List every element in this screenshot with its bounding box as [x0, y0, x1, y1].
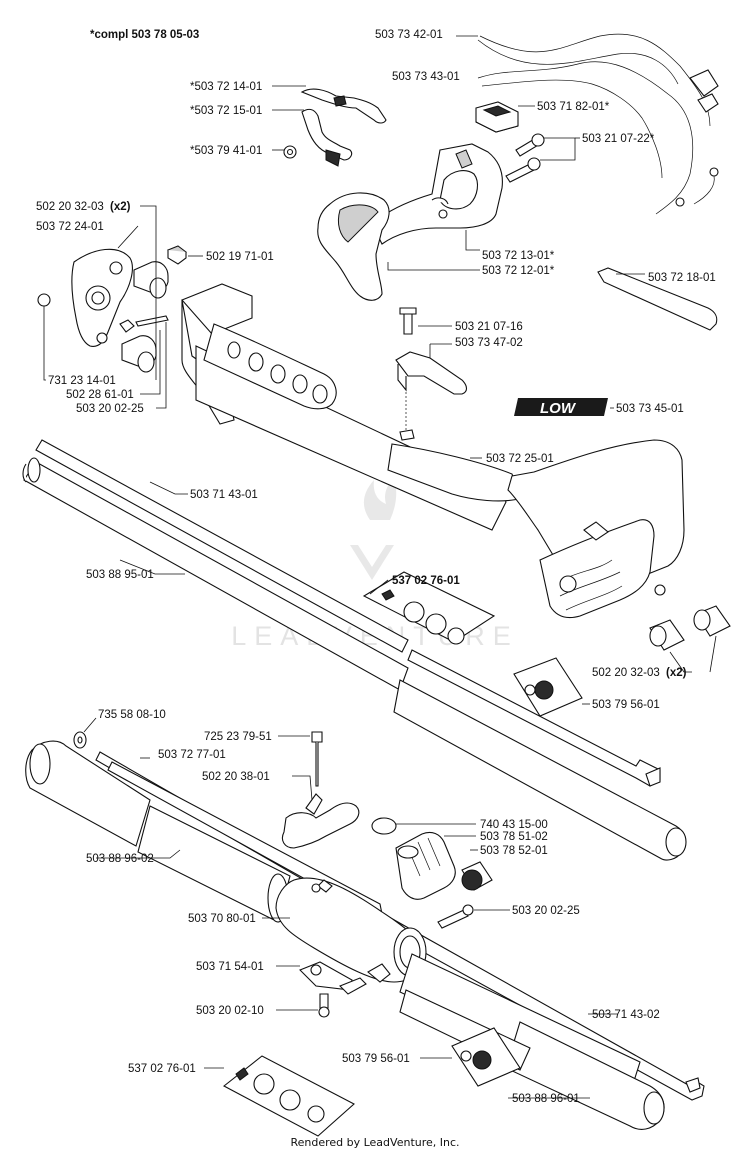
label-735580810: 735 58 08-10	[98, 709, 166, 721]
clamp-503715401	[276, 961, 391, 1018]
nut-502197101	[166, 245, 203, 265]
label-503734301: 503 73 43-01	[392, 71, 460, 83]
label-725237951: 725 23 79-51	[204, 731, 272, 743]
label-503794101: *503 79 41-01	[190, 145, 262, 157]
footer-credit: Rendered by LeadVenture, Inc.	[290, 1136, 460, 1149]
label-503721401: *503 72 14-01	[190, 81, 262, 93]
label-503734702: 503 73 47-02	[455, 337, 523, 349]
label-503889501: 503 88 95-01	[86, 569, 154, 581]
screws-503210722	[505, 133, 580, 183]
wiring-harness	[456, 33, 719, 215]
label-503714301: 503 71 43-01	[190, 489, 258, 501]
label-503889602: 503 88 96-02	[86, 853, 154, 865]
filter-parts	[371, 817, 493, 900]
label-503785102: 503 78 51-02	[480, 831, 548, 843]
lower-tube-assembly	[25, 740, 705, 1130]
decal-503795601-upper	[513, 657, 590, 717]
label-537027601-a: 537 02 76-01	[392, 575, 460, 587]
label-503714302: 503 71 43-02	[592, 1009, 660, 1021]
upper-tube	[22, 439, 687, 861]
label-502197101: 502 19 71-01	[206, 251, 274, 263]
logo-text: LOW	[540, 400, 577, 417]
label-503718201: 503 71 82-01*	[537, 101, 610, 113]
label-503715401: 503 71 54-01	[196, 961, 264, 973]
label-503708001: 503 70 80-01	[188, 913, 256, 925]
label-731231401: 731 23 14-01	[48, 375, 116, 387]
decal-503795601-lower	[420, 1027, 521, 1087]
low-logo-decal: LOW	[514, 398, 614, 417]
label-503722501: 503 72 25-01	[486, 453, 554, 465]
bolt-725237951	[278, 731, 323, 787]
label-502203203-top: 502 20 32-03 (x2)	[36, 201, 131, 213]
label-503210716: 503 21 07-16	[455, 321, 523, 333]
upper-shaft-assembly	[181, 283, 685, 619]
decal-537027601-upper	[362, 571, 496, 645]
screw-503200225-lower	[437, 904, 510, 929]
label-503200225-b: 503 20 02-25	[512, 905, 580, 917]
kit-label: *compl 503 78 05-03	[90, 29, 199, 41]
decal-537027601-lower	[204, 1055, 355, 1137]
label-502286101: 502 28 61-01	[66, 389, 134, 401]
label-503200210: 503 20 02-10	[196, 1005, 264, 1017]
label-503722401: 503 72 24-01	[36, 221, 104, 233]
handle-housing	[317, 143, 503, 301]
label-502203203-mid: 502 20 32-03 (x2)	[592, 667, 687, 679]
cylinders-502203203-mid	[649, 605, 731, 673]
label-503210722: 503 21 07-22*	[582, 133, 655, 145]
label-503721501: *503 72 15-01	[190, 105, 262, 117]
part-labels: *compl 503 78 05-03 503 73 42-01 503 73 …	[36, 29, 716, 1105]
washer-735580810	[73, 717, 97, 749]
label-503721801: 503 72 18-01	[648, 272, 716, 284]
label-740431500: 740 43 15-00	[480, 819, 548, 831]
bracket-503734702	[395, 307, 468, 441]
switch-part	[475, 101, 535, 133]
clamp-plate	[37, 205, 169, 409]
label-503721201: 503 72 12-01*	[482, 265, 555, 277]
label-503734501: 503 73 45-01	[616, 403, 684, 415]
label-503721301: 503 72 13-01*	[482, 250, 555, 262]
label-503785201: 503 78 52-01	[480, 845, 548, 857]
label-503889601: 503 88 96-01	[512, 1093, 580, 1105]
label-537027601-b: 537 02 76-01	[128, 1063, 196, 1075]
label-503795601-a: 503 79 56-01	[592, 699, 660, 711]
label-503734201: 503 73 42-01	[375, 29, 443, 41]
label-502203801: 502 20 38-01	[202, 771, 270, 783]
strip-503721801	[597, 267, 718, 331]
label-503795601-b: 503 79 56-01	[342, 1053, 410, 1065]
label-503200225-a: 503 20 02-25	[76, 403, 144, 415]
throttle-parts	[272, 85, 387, 167]
label-503727701: 503 72 77-01	[158, 749, 226, 761]
wing-knob-502203801	[281, 775, 360, 849]
